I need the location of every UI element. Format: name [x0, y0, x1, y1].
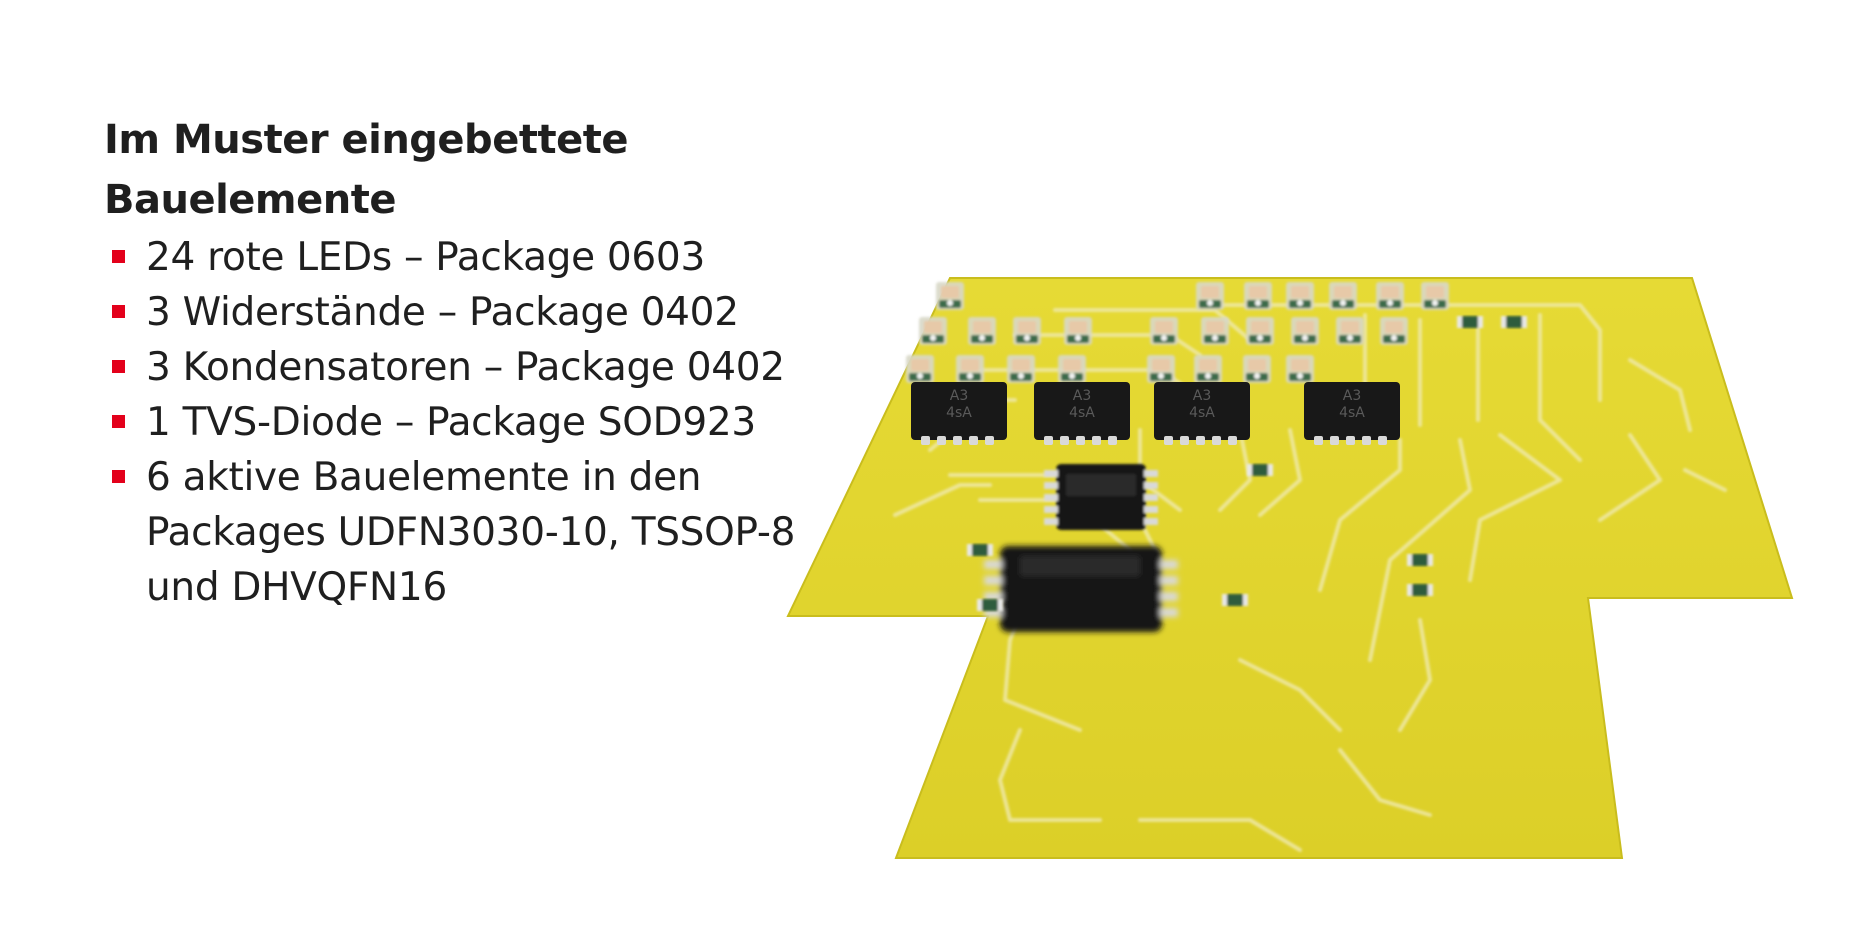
led [1150, 317, 1178, 345]
passive-components [967, 316, 1527, 611]
bullet-text: 3 Kondensatoren – Package 0402 [146, 345, 785, 390]
chip-marking-top: A3 [1193, 388, 1211, 404]
chip-marking-top: A3 [1343, 388, 1361, 404]
chip-marking-top: A3 [1073, 388, 1091, 404]
chip-marking-top: A3 [950, 388, 968, 404]
led [1064, 317, 1092, 345]
bullet-list: 24 rote LEDs – Package 0603 3 Widerständ… [104, 230, 864, 615]
smd-passive [1407, 554, 1433, 566]
tssop-package-upper [1044, 464, 1158, 530]
red-square-bullet-icon [112, 305, 125, 318]
bullet-item-resistors: 3 Widerstände – Package 0402 [104, 285, 864, 340]
smd-passive [1247, 464, 1273, 476]
led [919, 317, 947, 345]
smd-passive [977, 599, 1003, 611]
chip-marking-bottom: 4sA [1069, 405, 1095, 421]
red-square-bullet-icon [112, 250, 125, 263]
chip-marking-bottom: 4sA [946, 405, 972, 421]
bullet-item-active-components: 6 aktive Bauelemente in den Packages UDF… [104, 450, 864, 615]
led [1329, 282, 1357, 310]
led [1421, 282, 1449, 310]
led [1007, 355, 1035, 383]
smd-passive [1222, 594, 1248, 606]
bullet-item-capacitors: 3 Kondensatoren – Package 0402 [104, 340, 864, 395]
bullet-text-line-1: 6 aktive Bauelemente in den [146, 455, 702, 500]
led [1244, 282, 1272, 310]
text-block: Im Muster eingebettete Bauelemente 24 ro… [104, 110, 864, 615]
led [1246, 317, 1274, 345]
led [1147, 355, 1175, 383]
smd-passive [967, 544, 993, 556]
led [1336, 317, 1364, 345]
red-square-bullet-icon [112, 415, 125, 428]
bullet-text: 1 TVS-Diode – Package SOD923 [146, 400, 756, 445]
red-square-bullet-icon [112, 360, 125, 373]
smd-passive [1501, 316, 1527, 328]
chip-marking-bottom: 4sA [1189, 405, 1215, 421]
slide-heading: Im Muster eingebettete Bauelemente [104, 117, 628, 223]
bullet-item-tvs-diode: 1 TVS-Diode – Package SOD923 [104, 395, 864, 450]
chip-marking-bottom: 4sA [1339, 405, 1365, 421]
led [1286, 355, 1314, 383]
smd-passive [1407, 584, 1433, 596]
led [1380, 317, 1408, 345]
led [1291, 317, 1319, 345]
led [1201, 317, 1229, 345]
led [1286, 282, 1314, 310]
tssop-package-lower [984, 546, 1178, 632]
led-array [906, 282, 1449, 383]
bullet-item-leds: 24 rote LEDs – Package 0603 [104, 230, 864, 285]
bullet-text: 24 rote LEDs – Package 0603 [146, 235, 705, 280]
led [1196, 282, 1224, 310]
led [1058, 355, 1086, 383]
led [968, 317, 996, 345]
led [1243, 355, 1271, 383]
led [1376, 282, 1404, 310]
led [1194, 355, 1222, 383]
bullet-text-line-2: Packages UDFN3030-10, TSSOP-8 [146, 510, 796, 555]
smd-passive [1457, 316, 1483, 328]
led [1013, 317, 1041, 345]
bullet-text-line-3: und DHVQFN16 [146, 565, 447, 610]
led [936, 282, 964, 310]
led [906, 355, 934, 383]
bullet-text: 3 Widerstände – Package 0402 [146, 290, 739, 335]
red-square-bullet-icon [112, 470, 125, 483]
led [956, 355, 984, 383]
